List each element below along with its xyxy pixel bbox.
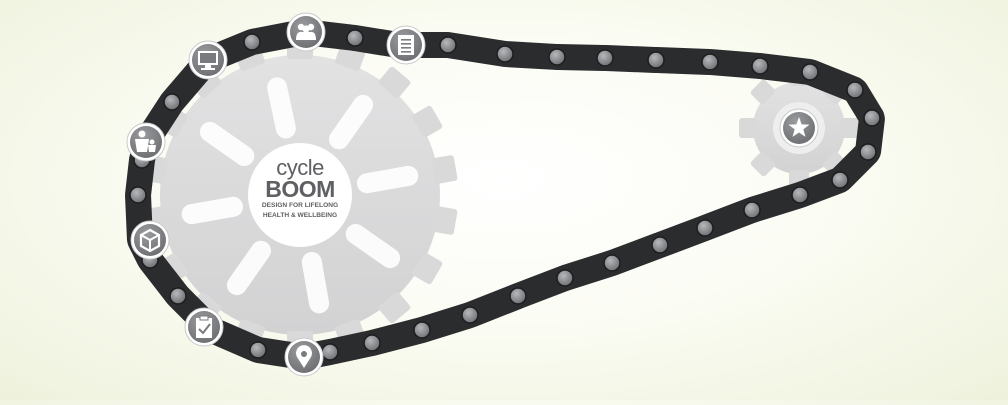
- chain-roller: [651, 236, 669, 254]
- chain-roller: [556, 269, 574, 287]
- chain-roller: [163, 93, 181, 111]
- chain-roller: [413, 321, 431, 339]
- chain-roller: [751, 57, 769, 75]
- chain-roller: [548, 48, 566, 66]
- chain-roller: [496, 45, 514, 63]
- star-icon: [788, 117, 810, 137]
- chain-roller: [249, 341, 267, 359]
- document-button[interactable]: [386, 25, 426, 65]
- group-icon: [296, 23, 316, 40]
- clipboard-check-icon: [196, 315, 212, 338]
- group-button[interactable]: [286, 12, 326, 52]
- computer-button[interactable]: [188, 40, 228, 80]
- chain-roller: [603, 254, 621, 272]
- chain-roller: [439, 36, 457, 54]
- chain-roller: [647, 51, 665, 69]
- brand-tagline-line1: DESIGN FOR LIFELONG: [261, 202, 339, 209]
- chain-roller: [346, 29, 364, 47]
- chain-roller: [696, 219, 714, 237]
- chain-roller: [701, 53, 719, 71]
- family-button[interactable]: [126, 122, 166, 162]
- chain-roller: [243, 33, 261, 51]
- chain-roller: [846, 81, 864, 99]
- family-icon: [135, 130, 156, 152]
- star-button[interactable]: [779, 108, 819, 148]
- computer-icon: [198, 51, 218, 70]
- bike-chain: [125, 19, 885, 370]
- chain-roller: [791, 186, 809, 204]
- cube-icon: [139, 228, 161, 253]
- chain-roller: [169, 287, 187, 305]
- brand-tagline-line2: HEALTH & WELLBEING: [262, 212, 338, 219]
- cube-button[interactable]: [130, 220, 170, 260]
- chain-roller: [461, 306, 479, 324]
- brand-word-boom: BOOM: [265, 176, 335, 202]
- chain-roller: [863, 109, 881, 127]
- clipboard-check-button[interactable]: [184, 307, 224, 347]
- brand-logo: cycle BOOM DESIGN FOR LIFELONG HEALTH & …: [250, 155, 350, 220]
- location-pin-icon: [296, 345, 312, 368]
- brand-word-cycle: cycle: [276, 155, 324, 180]
- chain-roller: [743, 201, 761, 219]
- chain-roller: [801, 63, 819, 81]
- chain-roller: [321, 343, 339, 361]
- chain-roller: [596, 49, 614, 67]
- chain-roller: [509, 287, 527, 305]
- document-icon: [398, 35, 414, 55]
- chain-roller: [129, 186, 147, 204]
- chain-roller: [831, 171, 849, 189]
- location-pin-button[interactable]: [284, 337, 324, 377]
- chain-roller: [859, 143, 877, 161]
- chain-roller: [363, 334, 381, 352]
